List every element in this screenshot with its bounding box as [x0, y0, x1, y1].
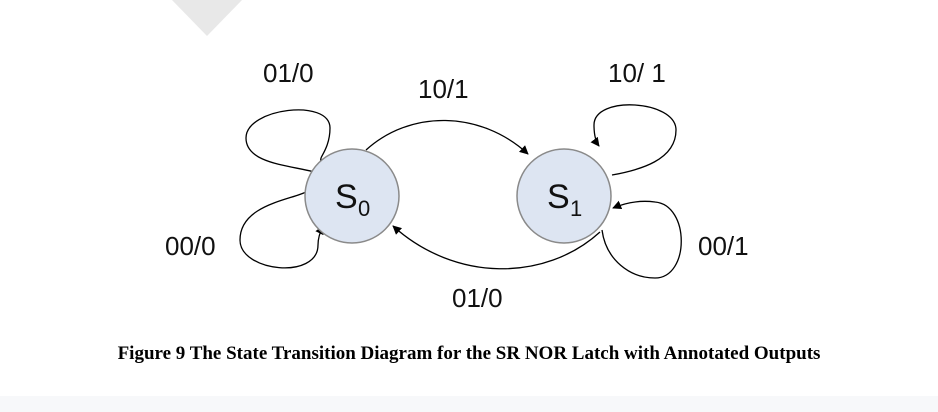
- state-s0-subscript: 0: [358, 196, 370, 221]
- edge-s1-s0: [392, 225, 601, 270]
- label-s0-self-bottom: 00/0: [165, 231, 216, 261]
- decorative-triangle: [172, 0, 242, 36]
- edge-s0-s0-top: [245, 109, 331, 177]
- state-s0: S 0: [304, 148, 400, 244]
- figure-caption: Figure 9 The State Transition Diagram fo…: [117, 343, 821, 364]
- label-s0-self-top: 01/0: [263, 58, 314, 88]
- edge-s0-s1: [365, 119, 529, 155]
- state-s0-circle: [304, 148, 400, 244]
- state-s1-circle: [516, 148, 612, 244]
- state-s1-name: S: [547, 178, 570, 216]
- state-s1: S 1: [516, 148, 612, 244]
- label-s1-self-top: 10/ 1: [608, 58, 666, 88]
- state-s1-subscript: 1: [570, 196, 582, 221]
- label-s1-to-s0: 01/0: [452, 283, 503, 313]
- edge-s1-s1-bottom: [601, 200, 682, 279]
- label-s0-to-s1: 10/1: [418, 74, 469, 104]
- label-s1-self-bottom: 00/1: [698, 231, 749, 261]
- edge-s1-s1-top: [590, 104, 677, 176]
- state-s0-name: S: [335, 178, 358, 216]
- bottom-band: [0, 396, 938, 412]
- edge-s0-s0-bottom: [239, 191, 324, 269]
